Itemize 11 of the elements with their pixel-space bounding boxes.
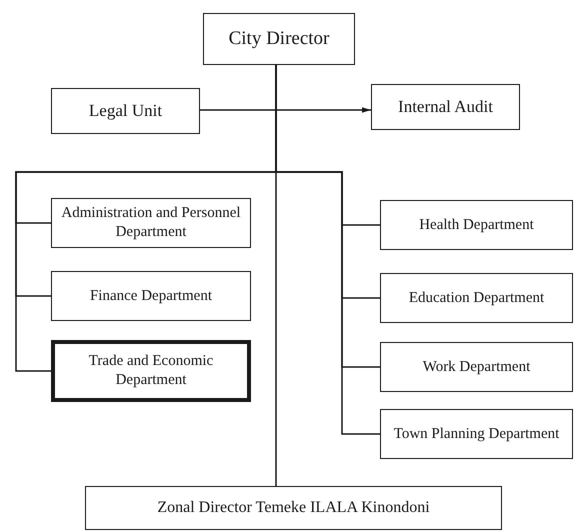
org-unit-box: Internal Audit xyxy=(371,84,520,130)
org-unit-box: City Director xyxy=(203,13,355,65)
org-unit-box: Trade and Economic Department xyxy=(51,340,251,402)
org-unit-box: Education Department xyxy=(380,273,573,323)
org-unit-box: Health Department xyxy=(380,200,573,250)
org-unit-box: Finance Department xyxy=(51,271,251,321)
org-unit-box: Work Department xyxy=(380,342,573,392)
org-unit-box: Administration and Personnel Department xyxy=(51,198,251,248)
org-unit-box: Town Planning Department xyxy=(380,409,573,459)
org-unit-box: Legal Unit xyxy=(51,88,200,134)
org-unit-box: Zonal Director Temeke ILALA Kinondoni xyxy=(85,486,502,530)
